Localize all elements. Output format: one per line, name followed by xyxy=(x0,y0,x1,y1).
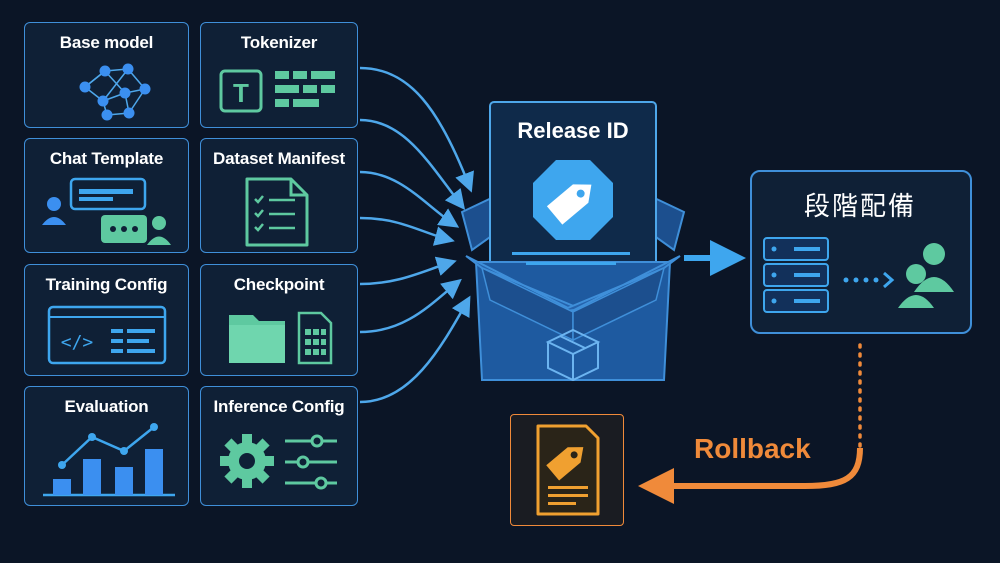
card-inference-config: Inference Config xyxy=(200,386,358,506)
card-label: Evaluation xyxy=(64,397,149,416)
card-label: Checkpoint xyxy=(233,275,325,294)
bar-line-chart-icon xyxy=(43,423,175,497)
card-label: Chat Template xyxy=(49,149,164,168)
card-label: Base model xyxy=(59,33,154,52)
card-label: Inference Config xyxy=(213,397,345,416)
rollback-label: Rollback xyxy=(694,433,811,464)
arrow-dataset xyxy=(359,170,460,228)
neural-network-icon xyxy=(79,63,151,121)
card-label: Training Config xyxy=(45,275,168,294)
tag-icon xyxy=(533,160,613,240)
card-dataset-manifest: Dataset Manifest xyxy=(200,138,358,253)
card-base-model: Base model xyxy=(24,22,189,128)
card-tokenizer: Tokenizer T xyxy=(200,22,358,128)
card-evaluation: Evaluation xyxy=(24,386,189,506)
servers-to-users-icon xyxy=(763,237,954,313)
arrow-chat-template xyxy=(359,118,466,210)
card-chat-template: Chat Template xyxy=(24,138,189,253)
rollback-arrow xyxy=(638,447,863,504)
code-window-icon: </> xyxy=(47,305,167,365)
svg-text:T: T xyxy=(233,78,249,108)
svg-text:</>: </> xyxy=(61,332,94,353)
tagged-document-icon xyxy=(536,424,600,516)
text-token-icon: T xyxy=(219,69,335,113)
arrow-training xyxy=(359,256,457,286)
package-icon xyxy=(545,328,601,382)
checklist-document-icon xyxy=(245,177,309,247)
card-training-config: Training Config </> xyxy=(24,264,189,376)
release-id-label: Release ID xyxy=(517,118,629,143)
card-label: Tokenizer xyxy=(240,33,318,52)
card-label: Dataset Manifest xyxy=(213,149,345,168)
arrow-checkpoint xyxy=(359,278,462,334)
chat-bubbles-icon xyxy=(42,177,171,245)
card-checkpoint: Checkpoint xyxy=(200,264,358,376)
folder-file-icon xyxy=(229,311,333,365)
arrow-inference xyxy=(359,295,471,404)
arrow-dataset-2 xyxy=(359,216,455,246)
arrow-tokenizer xyxy=(359,66,474,193)
staged-deployment-label: 段階配備 xyxy=(803,192,916,222)
gear-sliders-icon xyxy=(220,434,337,490)
